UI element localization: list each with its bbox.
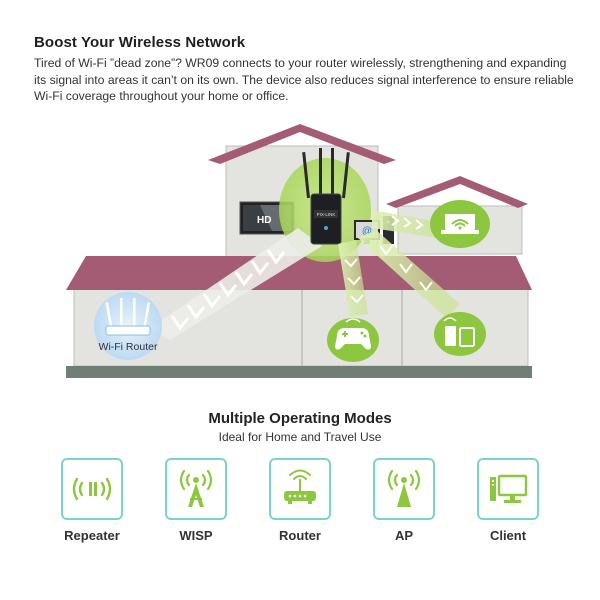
router-icon [284, 469, 316, 504]
mode-ap: AP [352, 458, 456, 558]
mobile-bubble [434, 312, 486, 356]
mode-wisp-box [165, 458, 227, 520]
wisp-tower-icon [179, 469, 213, 507]
computer-label: @ [362, 226, 372, 237]
mode-ap-label: AP [394, 528, 414, 543]
mode-client-label: Client [489, 528, 527, 543]
client-monitor-icon [490, 474, 528, 503]
laptop-bubble [430, 200, 490, 248]
house-illustration: HD PIX-LINK [66, 124, 532, 378]
modes-title: Multiple Operating Modes [208, 410, 392, 427]
mode-client-box [477, 458, 539, 520]
wr09-extender: PIX-LINK [302, 148, 350, 245]
mode-router-box [269, 458, 331, 520]
intro-body: Tired of Wi-Fi ”dead zone”? WR09 connect… [34, 56, 574, 103]
intro-title: Boost Your Wireless Network [34, 34, 246, 51]
ap-tower-icon [387, 469, 421, 507]
mode-router-label: Router [279, 528, 321, 543]
signal-beams-extender [338, 210, 460, 318]
signal-beam-router [150, 228, 322, 340]
mode-repeater-label: Repeater [64, 528, 120, 543]
mode-wisp: WISP [144, 458, 248, 558]
device-brand: PIX-LINK [317, 212, 336, 217]
mode-router: Router [248, 458, 352, 558]
mode-client: Client [456, 458, 560, 558]
repeater-icon [72, 477, 112, 501]
modes-subtitle: Ideal for Home and Travel Use [218, 430, 382, 444]
intro-section: Boost Your Wireless Network Tired of Wi-… [34, 34, 574, 105]
wifi-router: Wi-Fi Router [94, 292, 162, 360]
mode-wisp-label: WISP [179, 528, 213, 543]
mode-repeater: Repeater [40, 458, 144, 558]
mode-ap-box [373, 458, 435, 520]
mode-repeater-box [61, 458, 123, 520]
modes-list: Repeater WISP [40, 458, 560, 558]
tv-label: HD [257, 215, 271, 226]
house-scene: HD PIX-LINK [0, 118, 600, 388]
router-label: Wi-Fi Router [99, 341, 158, 353]
gamepad-bubble [327, 318, 379, 362]
